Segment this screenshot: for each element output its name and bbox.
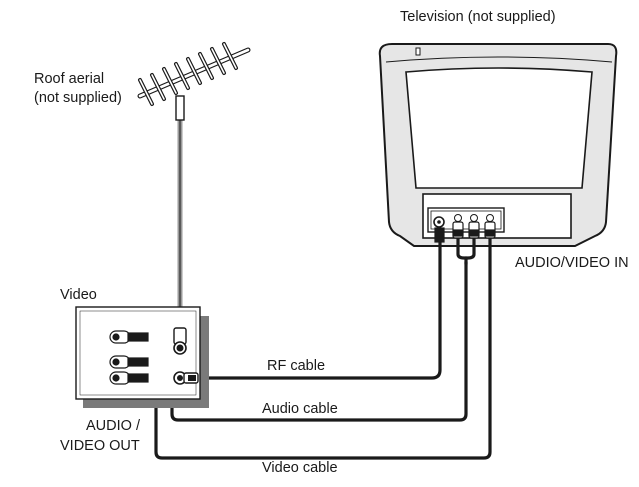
- roof-aerial-label-line2: (not supplied): [34, 90, 122, 106]
- vcr-audio-out-plug-right: [109, 355, 149, 369]
- tv-plugs: [434, 221, 496, 243]
- vcr-panel-edge: [79, 310, 197, 396]
- audio-video-out-label-line2: VIDEO OUT: [60, 438, 140, 454]
- rf-cable-line: [194, 238, 442, 380]
- vcr-audio-out-plug-left: [109, 330, 149, 344]
- tv-av-jacks: [454, 214, 494, 222]
- audio-cable-line-main: [164, 260, 468, 422]
- roof-aerial: [137, 42, 251, 121]
- tv-indicator: [415, 47, 421, 56]
- tv-cabinet-top-face: [385, 56, 613, 63]
- tv-jack-plate-inner: [430, 210, 502, 230]
- aerial-mast-connector: [175, 95, 185, 121]
- tv-rf-plug: [434, 227, 445, 243]
- video-recorder: [75, 306, 209, 408]
- tv-screen-back: [405, 67, 593, 189]
- cables: [146, 117, 492, 460]
- audio-video-in-label: AUDIO/VIDEO IN: [515, 255, 629, 271]
- audio-video-out-label-line1: AUDIO /: [86, 418, 140, 434]
- tv-rf-jack: [433, 216, 445, 228]
- vcr-rf-out: [173, 371, 199, 385]
- television-label: Television (not supplied): [400, 9, 556, 25]
- video-cable-line: [146, 236, 492, 460]
- vcr-aerial-in: [173, 327, 187, 355]
- audio-cable-label: Audio cable: [262, 401, 338, 417]
- video-label: Video: [60, 287, 97, 303]
- rf-cable-label: RF cable: [267, 358, 326, 374]
- vcr-av-out-plugs: [109, 330, 149, 385]
- video-cable-label: Video cable: [262, 460, 338, 476]
- vcr-video-out-plug: [109, 371, 149, 385]
- roof-aerial-label-line1: Roof aerial: [34, 71, 105, 87]
- television: [378, 43, 618, 247]
